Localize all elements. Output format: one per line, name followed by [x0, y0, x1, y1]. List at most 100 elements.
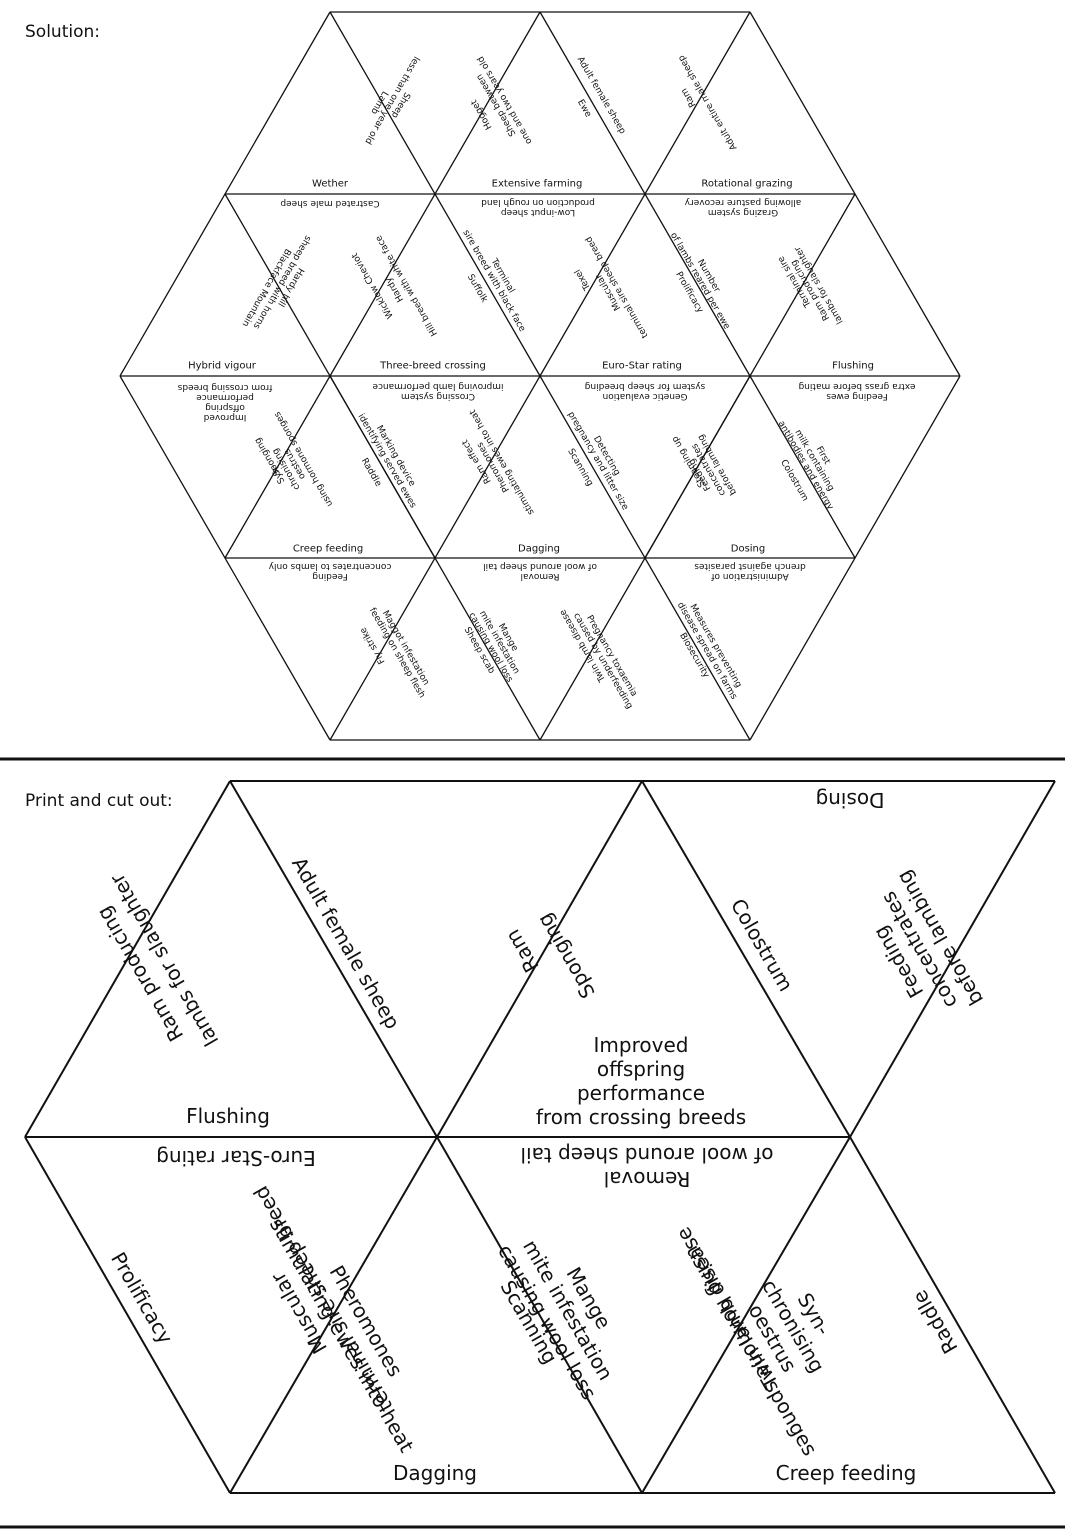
label-rotational-grazing: Rotational grazing	[701, 179, 792, 190]
label-line: of wool around sheep tail	[483, 561, 597, 571]
label-adult-female: Adult female sheep	[575, 55, 627, 136]
label-feeding-lambs: Feedingconcentrates to lambs only	[268, 561, 391, 581]
label-line: allowing pasture recovery	[684, 197, 801, 207]
label-line: improving lamb performance	[372, 381, 504, 391]
label-flushing: Flushing	[186, 1104, 270, 1128]
label-wether: Wether	[312, 179, 349, 190]
label-sheep-def: Sheepless than one year old	[362, 54, 429, 150]
label-line: from crossing breeds	[536, 1105, 746, 1129]
label-line: caused by underfeeding	[571, 611, 634, 710]
label-dagging: Dagging	[393, 1461, 477, 1485]
label-line: Suffolk	[465, 273, 489, 305]
label-line: Improved	[594, 1033, 689, 1057]
label-line: performance	[196, 392, 254, 402]
label-hybrid-vigour: Hybrid vigour	[188, 361, 257, 372]
label-dosing: Dosing	[731, 544, 766, 555]
cutout-heading: Print and cut out:	[25, 791, 173, 811]
label-line: Crossing system	[401, 391, 475, 401]
label-line: Three-breed crossing	[379, 361, 486, 372]
label-line: Hybrid vigour	[188, 361, 257, 372]
label-sync: Syn-chronisingoestrususing hormone spong…	[682, 1204, 885, 1460]
label-line: Hill breed with white face	[374, 233, 440, 338]
label-line: Castrated male sheep	[280, 198, 380, 208]
label-low-input: Low-input sheepproduction on rough land	[481, 197, 595, 217]
label-feeding-conc: Feedingconcentratesbefore lambing	[850, 866, 988, 1033]
label-raddle: Raddle	[907, 1286, 962, 1358]
label-line: Dagging	[518, 544, 560, 555]
label-removal: Removalof wool around sheep tail	[520, 1143, 773, 1191]
solution-hexagon-grid	[119, 11, 961, 741]
label-dosing: Dosing	[816, 788, 885, 812]
label-texel: Texel	[573, 267, 593, 292]
label-line: Extensive farming	[492, 179, 583, 190]
label-line: concentrates to lambs only	[268, 561, 391, 571]
label-line: of wool around sheep tail	[520, 1143, 773, 1167]
label-line: Low-input sheep	[501, 207, 575, 217]
label-line: Flushing	[832, 361, 874, 372]
label-line: disease spread on farms	[675, 601, 739, 702]
label-line: Adult female sheep	[575, 55, 627, 136]
label-line: Feeding ewes	[826, 391, 888, 401]
label-hill-breed-white: Hill breed with white face	[374, 233, 440, 338]
label-creep-feeding: Creep feeding	[293, 544, 363, 555]
solution-heading: Solution:	[25, 22, 100, 42]
label-line: Raddle	[907, 1286, 962, 1358]
label-sync-small: Syn-chronisingoestrususing hormone spong…	[247, 409, 336, 523]
label-line: one and two years old	[476, 54, 535, 146]
label-suffolk: Suffolk	[465, 273, 489, 305]
label-line: Genetic evaluation	[603, 391, 688, 401]
label-dagging: Dagging	[518, 544, 560, 555]
label-line: terminal sire sheep breed	[584, 234, 650, 339]
label-pheromones: Pheromonesstimulating ewes into heat	[265, 1200, 443, 1457]
label-line: Wether	[312, 179, 349, 190]
label-line: Ram	[500, 925, 543, 976]
label-line: Flushing	[186, 1104, 270, 1128]
label-line: Ewe	[575, 98, 593, 119]
solution-labels: Wether Extensive farming Rotational grazin…	[177, 53, 915, 711]
label-three-breed: Three-breed crossing	[379, 361, 486, 372]
label-line: Dosing	[731, 544, 766, 555]
label-line: drench against parasites	[694, 561, 806, 571]
label-ram: Ram	[500, 925, 543, 976]
label-line: offspring	[205, 402, 245, 412]
label-line: offspring	[597, 1057, 685, 1081]
label-line: Creep feeding	[776, 1461, 917, 1485]
label-ewe: Ewe	[575, 98, 593, 119]
label-line: Adult female sheep	[287, 853, 405, 1033]
label-line: Dagging	[393, 1461, 477, 1485]
label-ram-producing: Ram producinglambs for slaughter	[80, 869, 223, 1065]
label-line: Removal	[604, 1167, 691, 1191]
label-castrated: Castrated male sheep	[280, 198, 380, 208]
label-line: Texel	[573, 267, 593, 292]
label-euro-star: Euro-Star rating	[156, 1146, 316, 1170]
label-line: Rotational grazing	[701, 179, 792, 190]
label-feeding-ewes: Feeding ewesextra grass before mating	[798, 381, 915, 401]
label-line: Creep feeding	[293, 544, 363, 555]
label-line: sheep breed with horns	[251, 234, 313, 331]
label-line: Euro-Star rating	[602, 361, 682, 372]
label-flushing: Flushing	[832, 361, 874, 372]
label-genetic-eval: Genetic evaluationsystem for sheep breed…	[585, 381, 706, 401]
label-line: system for sheep breeding	[585, 381, 706, 391]
label-pregnancy-tox: Pregnancy toxaemiacaused by underfeeding	[571, 606, 643, 710]
label-euro-star: Euro-Star rating	[602, 361, 682, 372]
label-creep-feeding: Creep feeding	[776, 1461, 917, 1485]
label-adult-female: Adult female sheep	[287, 853, 405, 1033]
label-line: Dosing	[816, 788, 885, 812]
label-line: extra grass before mating	[798, 381, 915, 391]
label-line: from crossing breeds	[177, 382, 272, 392]
label-removal-small: Removalof wool around sheep tail	[483, 561, 597, 581]
label-improved-small: Improvedoffspringperformancefrom crossin…	[177, 382, 272, 422]
label-line: Grazing system	[708, 207, 778, 217]
label-pheromones-small: Pheromonesstimulating ewes into heat	[459, 407, 536, 521]
label-crossing-system: Crossing systemimproving lamb performanc…	[372, 381, 504, 401]
label-administration: Administration ofdrench against parasite…	[694, 561, 806, 581]
label-line: performance	[577, 1081, 705, 1105]
label-line: Administration of	[710, 571, 788, 581]
label-line: Improved	[204, 412, 247, 422]
label-line: stimulating ewes into heat	[265, 1214, 419, 1457]
label-line: Removal	[520, 571, 559, 581]
label-extensive-farming: Extensive farming	[492, 179, 583, 190]
